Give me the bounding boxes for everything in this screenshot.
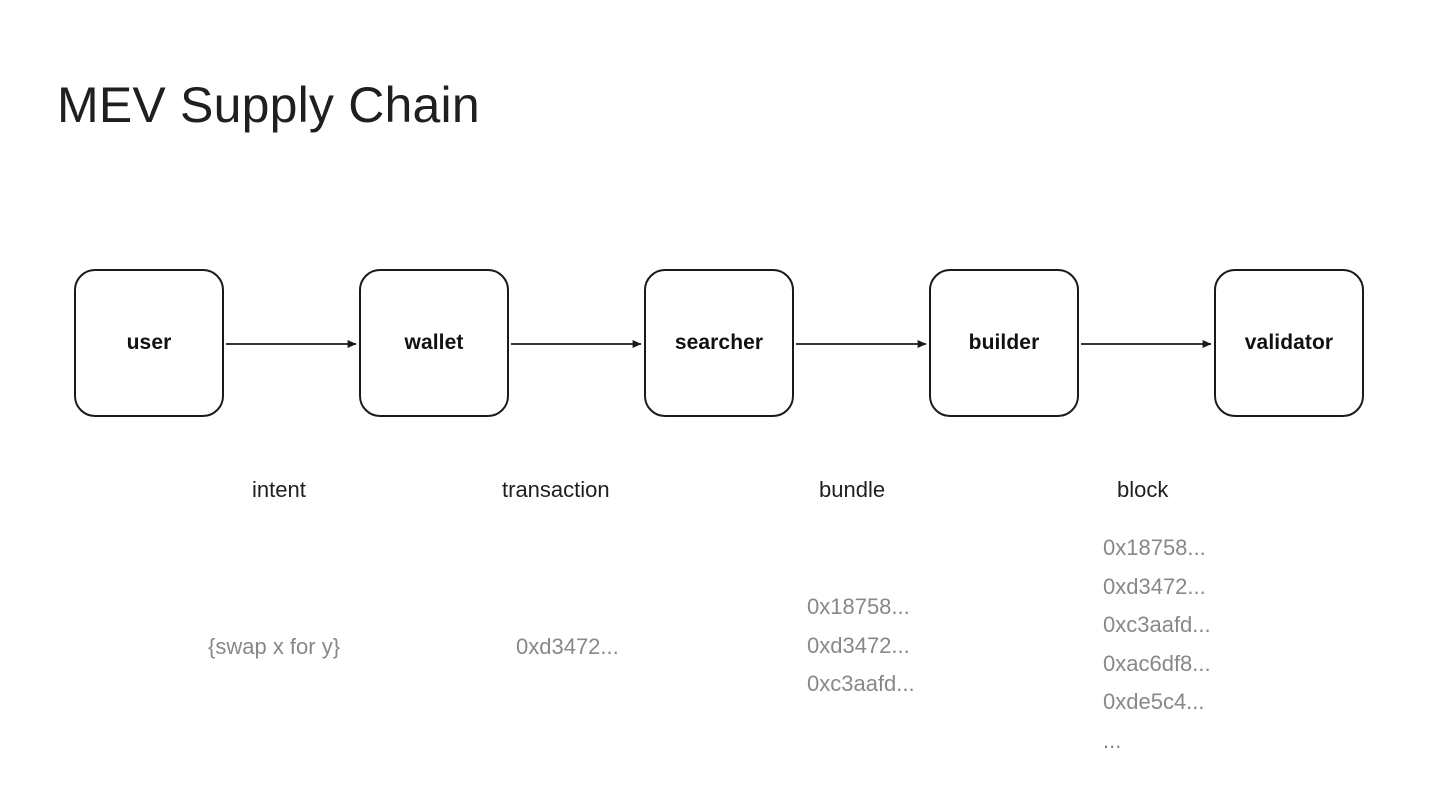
payload-line: 0xc3aafd... bbox=[1103, 612, 1211, 637]
node-label: wallet bbox=[404, 331, 464, 354]
payload-line: 0xac6df8... bbox=[1103, 650, 1211, 676]
edge-label-intent: intent bbox=[252, 477, 306, 502]
payload-bundle: 0x18758... 0xd3472... 0xc3aafd... bbox=[807, 588, 915, 704]
node-label: validator bbox=[1244, 331, 1334, 354]
payload-line: 0xde5c4... bbox=[1103, 689, 1205, 714]
payload-line: 0xd3472... bbox=[1103, 573, 1206, 599]
node-user[interactable]: user bbox=[74, 269, 224, 417]
payload-block: 0x18758... 0xd3472... 0xc3aafd... 0xac6df8.… bbox=[1103, 529, 1211, 760]
node-label: searcher bbox=[674, 331, 764, 354]
payload-line: 0x18758... bbox=[807, 594, 910, 619]
payload-transaction: 0xd3472... bbox=[516, 628, 619, 667]
node-validator[interactable]: validator bbox=[1214, 269, 1364, 417]
payload-intent: {swap x for y} bbox=[208, 628, 340, 667]
node-label: builder bbox=[968, 331, 1040, 354]
payload-line: 0xd3472... bbox=[516, 634, 619, 659]
edge-label-block: block bbox=[1117, 477, 1169, 502]
payload-line: {swap x for y} bbox=[208, 634, 341, 659]
node-builder[interactable]: builder bbox=[929, 269, 1079, 417]
payload-line: 0xc3aafd... bbox=[807, 671, 915, 696]
payload-line: 0xd3472... bbox=[807, 632, 910, 658]
page-title: MEV Supply Chain bbox=[57, 77, 480, 133]
node-wallet[interactable]: wallet bbox=[359, 269, 509, 417]
payload-line: ... bbox=[1103, 727, 1122, 753]
edge-label-transaction: transaction bbox=[502, 477, 610, 502]
node-label: user bbox=[126, 331, 172, 354]
node-searcher[interactable]: searcher bbox=[644, 269, 794, 417]
payload-line: 0x18758... bbox=[1103, 535, 1206, 560]
edge-label-bundle: bundle bbox=[819, 477, 886, 502]
